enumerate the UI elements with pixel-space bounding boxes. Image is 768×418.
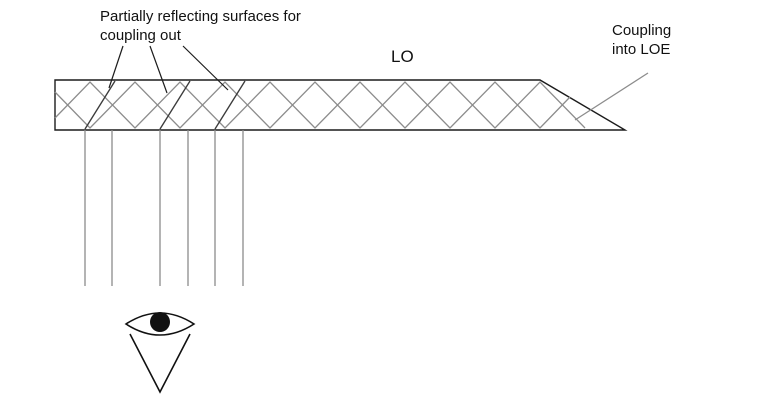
beam-zigzag-b xyxy=(54,81,571,129)
partial-reflectors xyxy=(84,80,246,130)
internal-beams xyxy=(54,72,649,129)
waveguide xyxy=(54,79,628,131)
eye-symbol xyxy=(124,312,196,394)
partial-reflector xyxy=(214,80,246,130)
partial-reflector xyxy=(84,80,116,130)
eye-pupil xyxy=(150,312,170,332)
leader-lines xyxy=(108,45,229,94)
leader-line xyxy=(182,45,229,91)
leader-line xyxy=(108,45,124,89)
eye-outline xyxy=(124,312,196,336)
coupling-in-ray xyxy=(574,72,649,121)
label-partially-reflecting: Partially reflecting surfaces for coupli… xyxy=(100,8,301,44)
output-rays xyxy=(84,130,244,286)
waveguide-outline xyxy=(54,79,628,131)
label-coupling-into-loe: Coupling into LOE xyxy=(612,22,672,58)
label-waveguide: LO xyxy=(391,47,414,66)
beam-zigzag-a xyxy=(54,81,586,129)
partial-reflector xyxy=(159,80,191,130)
eye-cone xyxy=(129,333,191,394)
leader-line xyxy=(149,45,168,94)
